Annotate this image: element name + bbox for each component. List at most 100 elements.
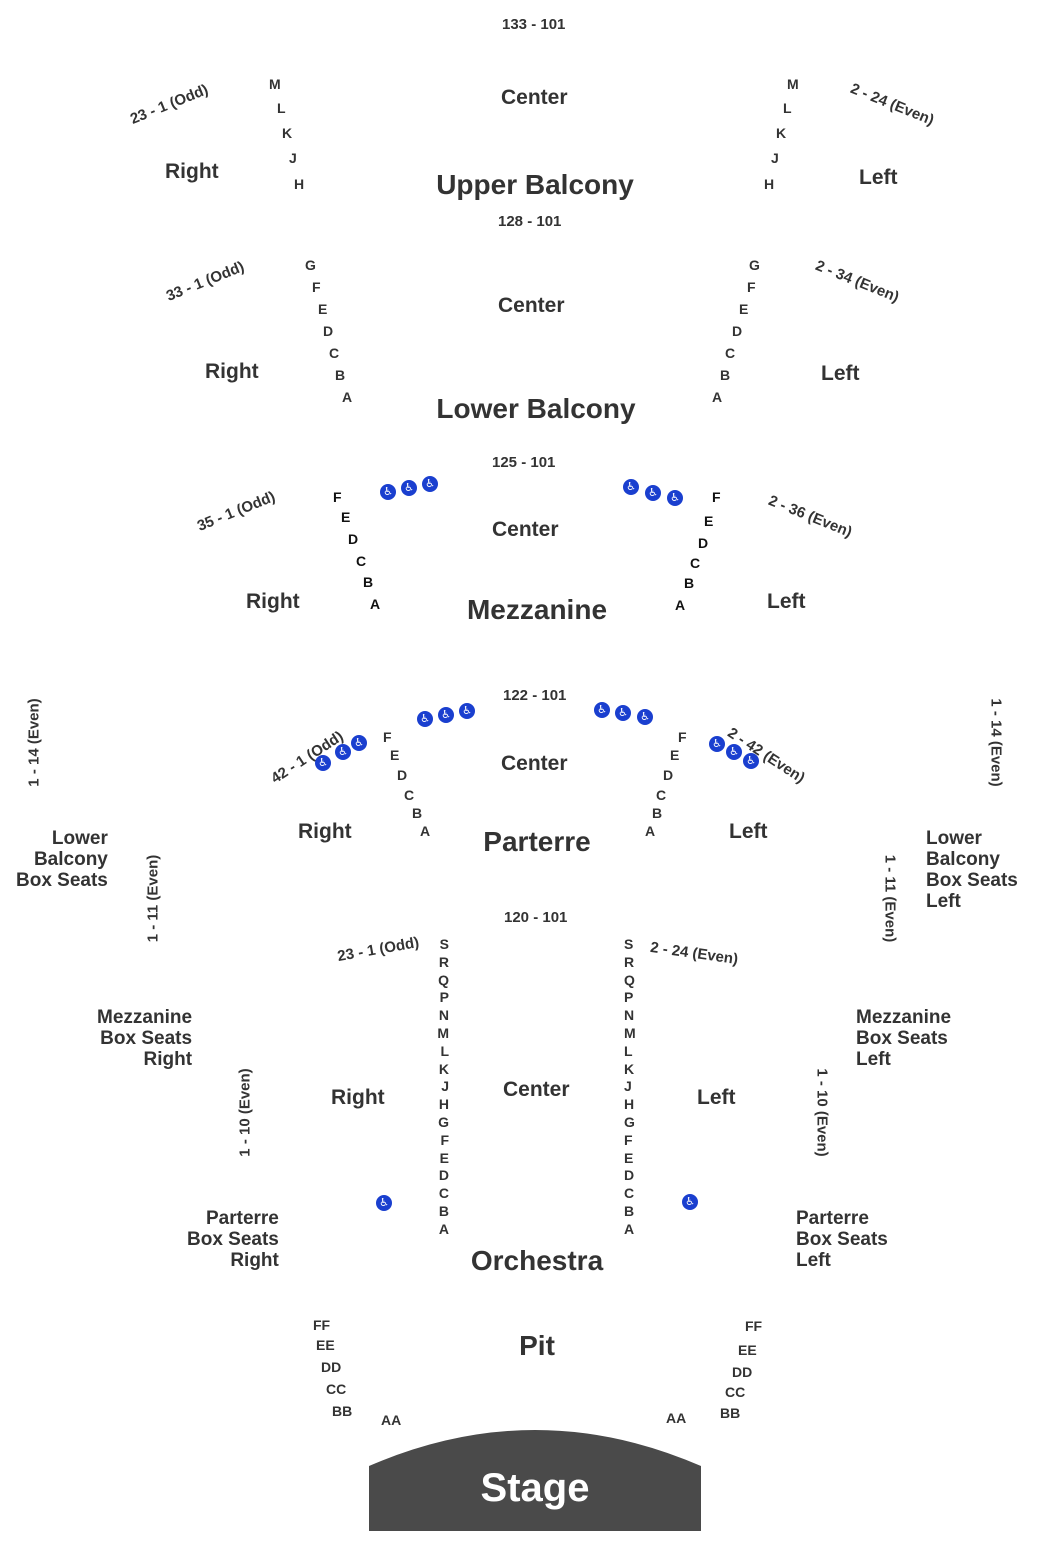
row-label: C [725, 345, 736, 361]
section-parterre[interactable]: Parterre [483, 826, 591, 857]
row-label: E [704, 513, 714, 529]
box-seats-mezzanine-right[interactable]: Mezzanine Box Seats Right [97, 1007, 193, 1070]
row-label: F [712, 489, 721, 505]
row-label: BB [720, 1405, 741, 1421]
row-label: EE [738, 1342, 757, 1358]
row-label: C [356, 553, 367, 569]
row-label: B [624, 1202, 635, 1219]
row-label: Q [438, 971, 449, 988]
upper-left-label: Left [859, 166, 898, 189]
box-seats-parterre-right[interactable]: Parterre Box Seats Right [187, 1208, 279, 1271]
row-label: C [438, 1185, 449, 1202]
wheelchair-icon: ♿ [351, 735, 367, 751]
row-label: D [624, 1167, 635, 1184]
row-label: B [335, 367, 346, 383]
section-lower-balcony[interactable]: Lower Balcony [436, 393, 636, 424]
row-label: CC [725, 1384, 746, 1400]
row-label: J [771, 150, 779, 166]
row-label: M [624, 1024, 636, 1041]
row-label: E [439, 1149, 449, 1166]
row-label: A [645, 823, 656, 839]
row-label: H [438, 1096, 449, 1113]
row-label: M [787, 76, 799, 92]
seat-range-lbbox-right: 1 - 14 (Even) [25, 698, 43, 787]
row-label: F [440, 1131, 449, 1148]
row-label: B [412, 805, 423, 821]
row-label: DD [321, 1359, 342, 1375]
row-label: L [783, 100, 792, 116]
seat-range-parterre-center: 122 - 101 [503, 687, 567, 704]
row-label: P [624, 989, 634, 1006]
mezz-left-label: Left [767, 590, 806, 613]
box-seats-mezzanine-left[interactable]: Mezzanine Box Seats Left [856, 1007, 952, 1070]
row-label: B [363, 574, 374, 590]
box-seats-lower-balcony-left[interactable]: Lower Balcony Box Seats Left [926, 828, 1018, 912]
wheelchair-icon: ♿ [726, 744, 742, 760]
mezz-center-label: Center [492, 518, 559, 541]
section-pit[interactable]: Pit [519, 1330, 555, 1361]
row-label: A [342, 389, 353, 405]
lower-center-label: Center [498, 294, 565, 317]
row-label: F [747, 279, 756, 295]
wheelchair-icon: ♿ [422, 476, 438, 492]
row-label: K [624, 1060, 635, 1077]
parterre-center-label: Center [501, 752, 568, 775]
row-label: FF [313, 1317, 331, 1333]
section-upper-balcony[interactable]: Upper Balcony [436, 169, 634, 200]
wheelchair-icon: ♿ [376, 1195, 392, 1211]
seat-range-lower-center: 128 - 101 [498, 213, 562, 230]
row-label: J [289, 150, 297, 166]
row-label: N [438, 1007, 449, 1024]
row-label: E [341, 509, 351, 525]
row-label: G [624, 1113, 635, 1130]
seat-range-orch-center: 120 - 101 [504, 909, 568, 926]
wheelchair-icon: ♿ [594, 702, 610, 718]
row-label: FF [745, 1318, 763, 1334]
row-label: H [624, 1096, 635, 1113]
seat-range-ptbox-left: 1 - 10 (Even) [813, 1068, 831, 1157]
seat-range-mzbox-right: 1 - 11 (Even) [144, 854, 162, 943]
row-label: B [652, 805, 663, 821]
row-label: DD [732, 1364, 753, 1380]
box-seats-parterre-left[interactable]: Parterre Box Seats Left [796, 1208, 888, 1271]
orch-left-label: Left [697, 1086, 736, 1109]
row-label: D [323, 323, 334, 339]
row-label: G [305, 257, 316, 273]
row-label: K [776, 125, 787, 141]
wheelchair-icon: ♿ [682, 1194, 698, 1210]
row-label: H [764, 176, 775, 192]
row-label: G [438, 1113, 449, 1130]
seat-range-mzbox-left: 1 - 11 (Even) [881, 854, 899, 943]
row-label: B [438, 1202, 449, 1219]
box-seats-lower-balcony-right[interactable]: Lower Balcony Box Seats [16, 828, 108, 891]
row-label: G [749, 257, 760, 273]
wheelchair-icon: ♿ [667, 490, 683, 506]
wheelchair-icon: ♿ [623, 479, 639, 495]
row-label: R [624, 953, 635, 970]
row-label: E [390, 747, 400, 763]
row-label: K [438, 1060, 449, 1077]
row-label: J [624, 1078, 632, 1095]
row-label: CC [326, 1381, 347, 1397]
wheelchair-icon: ♿ [380, 484, 396, 500]
lower-right-label: Right [205, 360, 259, 383]
row-label: AA [381, 1412, 402, 1428]
parterre-right-label: Right [298, 820, 352, 843]
row-label: J [441, 1078, 449, 1095]
parterre-left-label: Left [729, 820, 768, 843]
row-label: R [438, 953, 449, 970]
section-orchestra[interactable]: Orchestra [470, 1245, 604, 1276]
row-label: AA [666, 1410, 687, 1426]
row-label: F [678, 729, 687, 745]
row-label: M [269, 76, 281, 92]
row-label: E [318, 301, 328, 317]
row-label: A [712, 389, 723, 405]
section-mezzanine[interactable]: Mezzanine [466, 594, 608, 625]
wheelchair-icon: ♿ [417, 711, 433, 727]
row-label: A [438, 1220, 449, 1237]
row-label: F [333, 489, 342, 505]
row-label: C [329, 345, 340, 361]
